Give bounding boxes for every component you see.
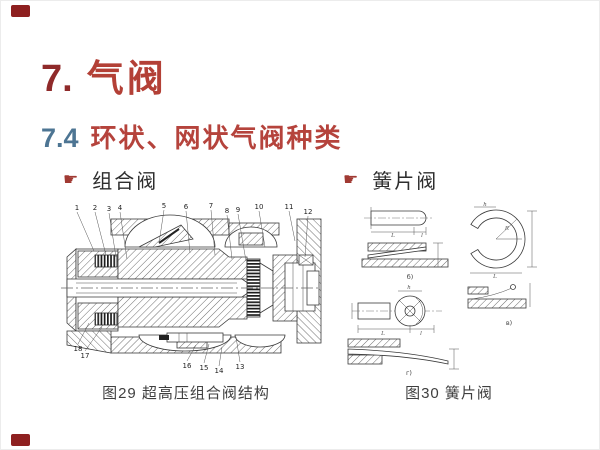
figure30-caption: 图30 簧片阀: [405, 385, 493, 402]
figure-label: L: [492, 274, 497, 280]
title-text: 气阀: [86, 58, 167, 99]
figure-label: 4: [118, 204, 123, 212]
figure-label: 7: [209, 202, 213, 210]
bullet-label: 组合阀: [92, 171, 159, 193]
figure29-caption: 图29 超高压组合阀结构: [102, 385, 270, 402]
figure-label: 18: [74, 345, 83, 353]
figure-label: 9: [236, 206, 240, 214]
figure-label: 8: [225, 207, 229, 215]
figure-label: 5: [162, 202, 166, 210]
figure-label: 13: [236, 363, 245, 371]
figure-label: 14: [215, 367, 224, 375]
figure-label: 3: [107, 205, 111, 213]
figure-label: R: [504, 226, 509, 232]
section-subtitle: 7.4 环状、网状气阀种类: [41, 118, 343, 155]
figure-label: L: [390, 233, 395, 239]
figure-label: 6: [184, 203, 189, 211]
corner-mark-icon: [11, 434, 30, 446]
corner-mark-icon: [11, 5, 30, 17]
figure-label: 1: [75, 204, 79, 212]
figure-label: 16: [183, 362, 192, 370]
figure-label: 11: [285, 203, 294, 211]
hand-pointer-icon: ☛: [343, 170, 359, 189]
figure-label: г): [406, 369, 412, 377]
figure-label: h: [483, 202, 487, 208]
figure-label: 12: [304, 208, 313, 216]
subtitle-text: 环状、网状气阀种类: [90, 123, 343, 153]
figure-label: 15: [200, 364, 209, 372]
bullet-label: 簧片阀: [372, 171, 439, 193]
figure-label: 10: [255, 203, 264, 211]
figure-label: 2: [93, 204, 97, 212]
bullet-item-reed-valve: ☛ 簧片阀: [343, 165, 438, 194]
figure-label: L: [380, 331, 385, 337]
subtitle-number: 7.4: [41, 123, 79, 153]
hand-pointer-icon: ☛: [63, 170, 79, 189]
page-title: 7. 气阀: [41, 48, 167, 102]
figure-label: l: [421, 233, 423, 239]
figure-label: 17: [81, 352, 90, 360]
figure-label: h: [407, 285, 411, 291]
bullet-item-combination-valve: ☛ 组合阀: [63, 165, 158, 194]
figure-label: б): [407, 273, 414, 281]
figure-label: в): [506, 319, 512, 327]
figure-label: l: [420, 331, 422, 337]
title-number: 7.: [41, 58, 73, 100]
